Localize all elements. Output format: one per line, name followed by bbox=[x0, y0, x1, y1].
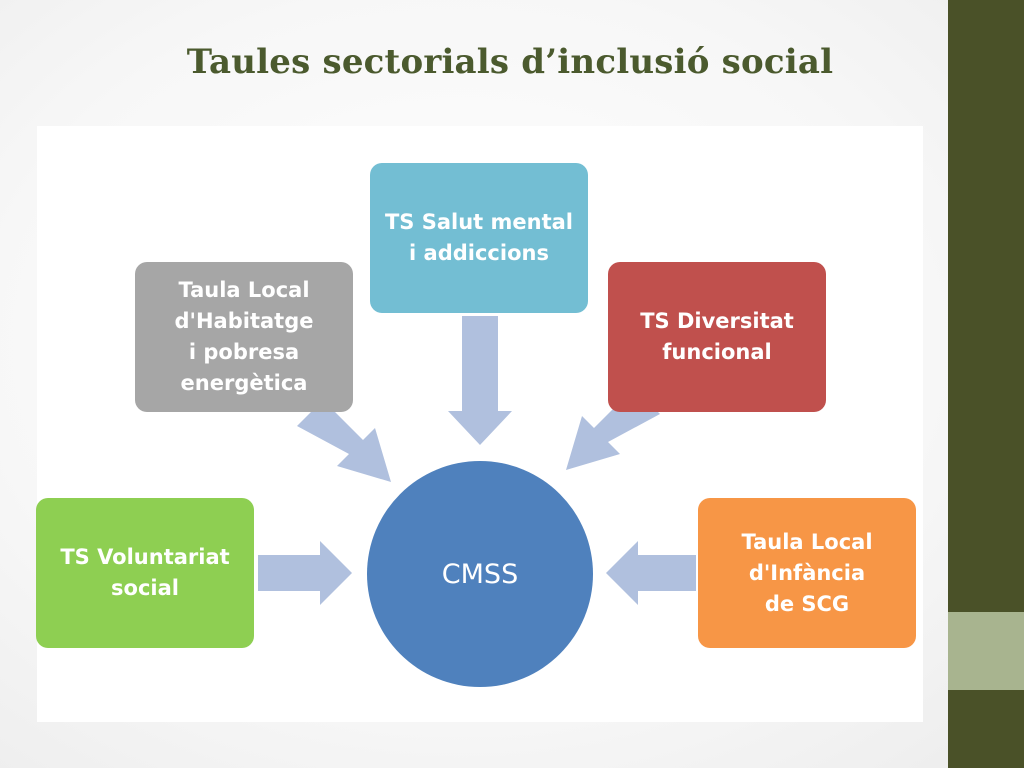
node-ts-voluntariat-social: TS Voluntariat social bbox=[36, 498, 254, 648]
node-taula-local-infancia: Taula Local d'Infància de SCG bbox=[698, 498, 916, 648]
node-ts-salut-mental: TS Salut mental i addiccions bbox=[370, 163, 588, 313]
node-taula-local-habitatge: Taula Local d'Habitatge i pobresa energè… bbox=[135, 262, 353, 412]
arrow-from-salut bbox=[448, 316, 512, 445]
slide-title: Taules sectorials d’inclusió social bbox=[186, 42, 834, 82]
arrow-from-habitatge bbox=[297, 400, 391, 482]
hub-cmss: CMSS bbox=[367, 461, 593, 687]
arrow-from-infancia bbox=[606, 541, 696, 605]
theme-sidebar-accent bbox=[948, 612, 1024, 690]
node-ts-diversitat-funcional: TS Diversitat funcional bbox=[608, 262, 826, 412]
arrow-from-voluntariat bbox=[258, 541, 352, 605]
